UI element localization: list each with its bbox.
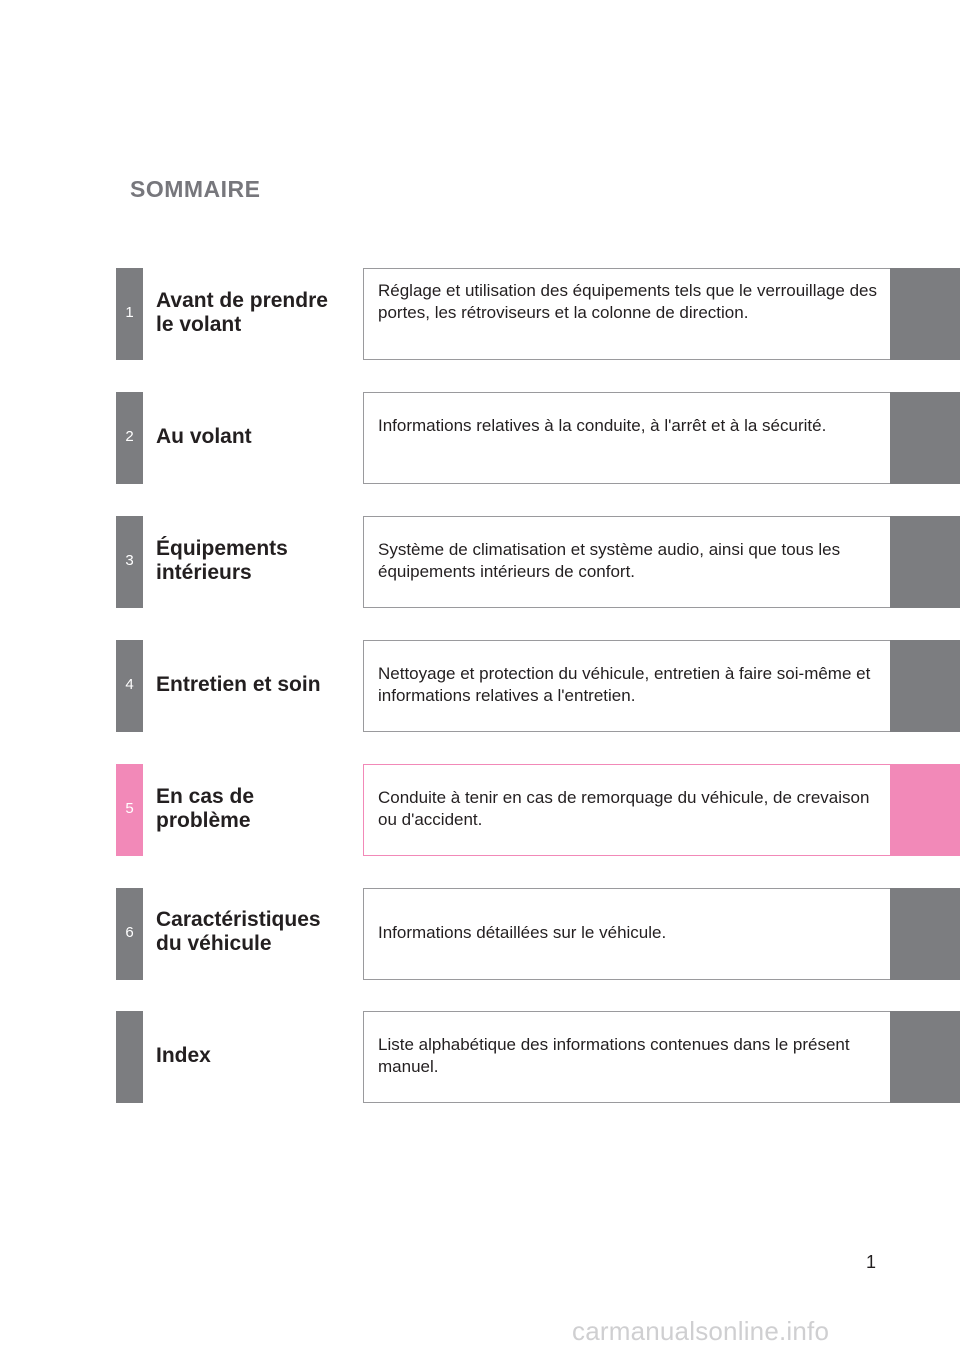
chapter-number: 3 <box>125 552 134 569</box>
chapter-thumb-tab[interactable] <box>890 392 960 484</box>
chapter-thumb-tab[interactable] <box>890 764 960 856</box>
chapter-title-line1: Avant de prendre <box>156 289 328 312</box>
chapter-description-box: Informations relatives à la conduite, à … <box>363 392 891 484</box>
chapter-title-line1: Caractéristiques <box>156 908 321 931</box>
chapter-number: 4 <box>125 676 134 693</box>
toc-row-3[interactable]: 3 Équipements intérieurs Système de clim… <box>116 516 960 608</box>
chapter-number-block: 5 <box>116 764 143 856</box>
toc-row-1[interactable]: 1 Avant de prendre le volant Réglage et … <box>116 268 960 360</box>
chapter-description-box: Informations détaillées sur le véhicule. <box>363 888 891 980</box>
chapter-thumb-tab[interactable] <box>890 888 960 980</box>
chapter-number-block: 3 <box>116 516 143 608</box>
chapter-description: Informations détaillées sur le véhicule. <box>378 923 667 942</box>
chapter-number-block: 6 <box>116 888 143 980</box>
toc-row-2[interactable]: 2 Au volant Informations relatives à la … <box>116 392 960 484</box>
chapter-title-line1: Entretien et soin <box>156 673 321 696</box>
toc-row-5[interactable]: 5 En cas de problème Conduite à tenir en… <box>116 764 960 856</box>
toc-row-index[interactable]: Index Liste alphabétique des information… <box>116 1011 960 1103</box>
chapter-description: Informations relatives à la conduite, à … <box>378 416 827 435</box>
chapter-description-box: Liste alphabétique des informations cont… <box>363 1011 891 1103</box>
chapter-thumb-tab[interactable] <box>890 516 960 608</box>
toc-row-6[interactable]: 6 Caractéristiques du véhicule Informati… <box>116 888 960 980</box>
chapter-description: Système de climatisation et système audi… <box>378 540 841 581</box>
chapter-description-box: Système de climatisation et système audi… <box>363 516 891 608</box>
chapter-title[interactable]: En cas de problème <box>156 785 356 833</box>
page-title: SOMMAIRE <box>130 176 261 202</box>
toc-row-4[interactable]: 4 Entretien et soin Nettoyage et protect… <box>116 640 960 732</box>
chapter-title-line2: du véhicule <box>156 932 272 955</box>
chapter-number: 2 <box>125 428 134 445</box>
chapter-description-box: Nettoyage et protection du véhicule, ent… <box>363 640 891 732</box>
chapter-thumb-tab[interactable] <box>890 1011 960 1103</box>
chapter-number: 5 <box>125 800 134 817</box>
chapter-number-block <box>116 1011 143 1103</box>
chapter-number-block: 1 <box>116 268 143 360</box>
chapter-title-line1: En cas de <box>156 785 255 808</box>
chapter-title-line2: le volant <box>156 313 242 336</box>
chapter-description-box: Réglage et utilisation des équipements t… <box>363 268 891 360</box>
chapter-description: Liste alphabétique des informations cont… <box>378 1035 850 1076</box>
chapter-number-block: 4 <box>116 640 143 732</box>
chapter-number: 6 <box>125 924 134 941</box>
page-number: 1 <box>866 1252 877 1272</box>
chapter-title-line2: intérieurs <box>156 561 252 584</box>
chapter-thumb-tab[interactable] <box>890 268 960 360</box>
chapter-title[interactable]: Équipements intérieurs <box>156 537 356 585</box>
chapter-title-line1: Équipements <box>156 537 288 560</box>
chapter-description: Réglage et utilisation des équipements t… <box>378 281 877 322</box>
chapter-title[interactable]: Au volant <box>156 425 356 449</box>
chapter-title[interactable]: Caractéristiques du véhicule <box>156 908 356 956</box>
chapter-thumb-tab[interactable] <box>890 640 960 732</box>
chapter-title-line1: Index <box>156 1044 211 1067</box>
chapter-title[interactable]: Index <box>156 1044 356 1068</box>
chapter-description: Conduite à tenir en cas de remorquage du… <box>378 788 870 829</box>
chapter-title[interactable]: Entretien et soin <box>156 673 356 697</box>
chapter-title-line2: problème <box>156 809 251 832</box>
chapter-number-block: 2 <box>116 392 143 484</box>
chapter-number: 1 <box>125 304 134 321</box>
chapter-description-box: Conduite à tenir en cas de remorquage du… <box>363 764 891 856</box>
chapter-description: Nettoyage et protection du véhicule, ent… <box>378 664 871 705</box>
watermark-text: carmanualsonline.info <box>572 1316 830 1346</box>
chapter-title-line1: Au volant <box>156 425 252 448</box>
chapter-title[interactable]: Avant de prendre le volant <box>156 289 356 337</box>
